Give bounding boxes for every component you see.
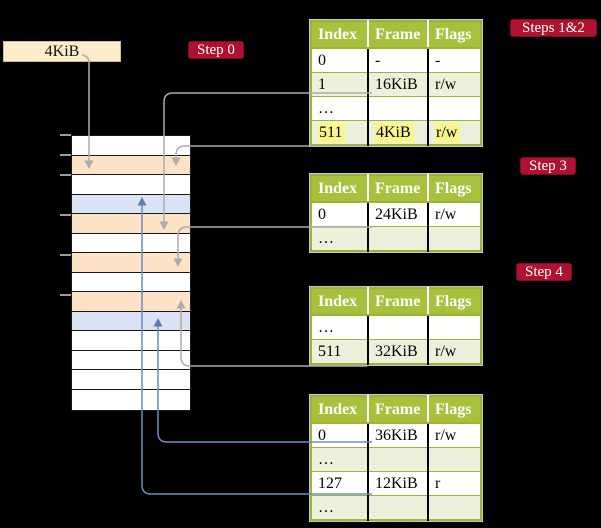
memory-column (71, 135, 191, 411)
badge-step-3: Step 3 (520, 157, 576, 175)
header-index: Index (311, 175, 368, 203)
memory-row-5 (72, 233, 190, 253)
header-index: Index (311, 288, 368, 316)
memory-row-4 (72, 214, 190, 234)
memory-row-12 (72, 370, 190, 390)
memory-tick-0 (60, 134, 71, 136)
table-header-row: Index Frame Flags (311, 175, 481, 203)
memory-tick-2 (60, 174, 71, 176)
memory-row-8 (72, 292, 190, 312)
memory-row-3 (72, 194, 190, 214)
memory-tick-3 (60, 214, 71, 216)
header-flags: Flags (427, 21, 481, 49)
table-row-highlighted: 511 4KiB r/w (311, 120, 481, 145)
header-flags: Flags (427, 288, 481, 316)
memory-row-2 (72, 175, 190, 195)
highlighted-value: r/w (435, 122, 461, 143)
header-frame: Frame (367, 396, 428, 424)
header-flags: Flags (427, 396, 481, 424)
badge-step-4: Step 4 (516, 263, 572, 281)
table-row: 511 32KiB r/w (311, 339, 481, 364)
memory-row-1 (72, 155, 190, 175)
page-table-step-4a: Index Frame Flags … 511 32KiB r/w (310, 287, 482, 365)
memory-row-9 (72, 311, 190, 331)
table-row: … (311, 495, 481, 520)
header-index: Index (311, 21, 368, 49)
highlighted-value: 4KiB (375, 122, 414, 143)
table-header-row: Index Frame Flags (311, 21, 481, 49)
memory-row-11 (72, 350, 190, 370)
highlighted-value: 511 (318, 122, 346, 143)
page-table-step-4b: Index Frame Flags 0 36KiB r/w … 127 12Ki… (310, 395, 482, 521)
header-index: Index (311, 396, 368, 424)
table-row: … (311, 447, 481, 472)
header-frame: Frame (367, 288, 428, 316)
page-table-step-3: Index Frame Flags 0 24KiB r/w … (310, 174, 482, 252)
memory-row-0 (72, 136, 190, 156)
page-table-steps-1-2: Index Frame Flags 0 - - 1 16KiB r/w … 51… (310, 20, 482, 146)
memory-tick-5 (60, 294, 71, 296)
table-row: 127 12KiB r (311, 471, 481, 496)
arrow-t1row511-to-mem4kib (175, 145, 367, 158)
memory-row-10 (72, 331, 190, 351)
table-row: … (311, 96, 481, 121)
table-row: 0 24KiB r/w (311, 201, 481, 227)
header-frame: Frame (367, 175, 428, 203)
table-row: 0 36KiB r/w (311, 422, 481, 448)
memory-row-6 (72, 253, 190, 273)
memory-tick-1 (60, 154, 71, 156)
table-row: … (311, 226, 481, 251)
table-row: 1 16KiB r/w (311, 72, 481, 97)
memory-tick-4 (60, 254, 71, 256)
table-row: 0 - - (311, 47, 481, 73)
legend-box-4kib: 4KiB (3, 41, 121, 62)
header-frame: Frame (367, 21, 428, 49)
table-row: … (311, 314, 481, 340)
table-header-row: Index Frame Flags (311, 288, 481, 316)
badge-step-0: Step 0 (188, 41, 244, 59)
table-header-row: Index Frame Flags (311, 396, 481, 424)
memory-row-7 (72, 272, 190, 292)
header-flags: Flags (427, 175, 481, 203)
memory-row-13 (72, 389, 190, 410)
badge-steps-1-2: Steps 1&2 (510, 19, 597, 37)
